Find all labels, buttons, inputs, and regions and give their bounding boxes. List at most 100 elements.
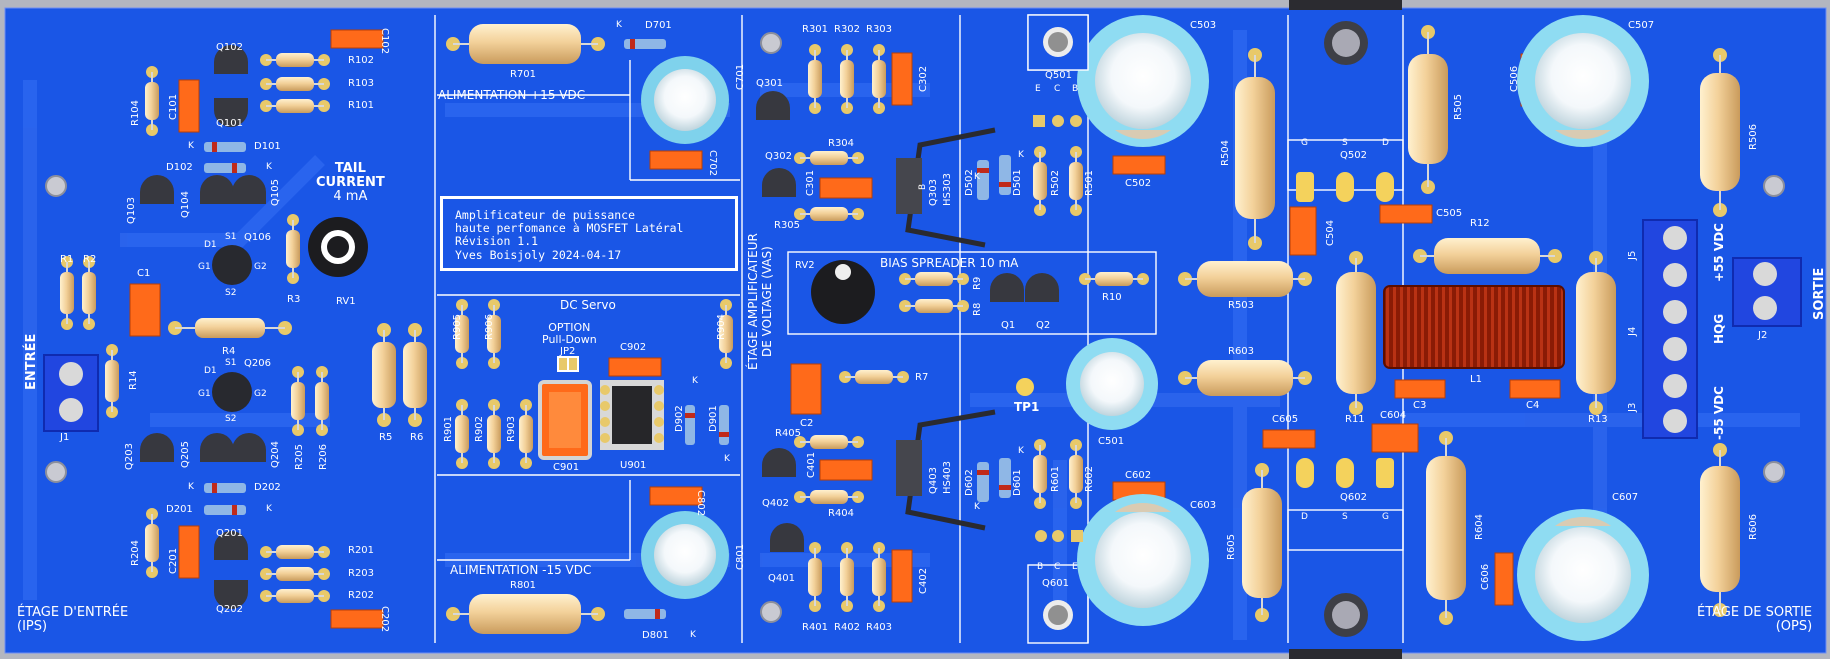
section-output-label: ÉTAGE DE SORTIE(OPS)	[1697, 605, 1813, 634]
ref-r302: R302	[834, 24, 861, 35]
ref-q501: Q501	[1045, 70, 1072, 81]
ref-q201: Q201	[216, 528, 243, 539]
pin-b-q501: B	[1072, 84, 1079, 94]
pin-k-d201: K	[266, 504, 272, 514]
title-line-1: Amplificateur de puissance	[455, 208, 636, 222]
ref-r801: R801	[510, 580, 537, 591]
ref-r12: R12	[1470, 218, 1490, 229]
ref-r503: R503	[1228, 300, 1255, 311]
ref-u901: U901	[620, 460, 647, 471]
ref-c3: C3	[1413, 400, 1427, 411]
pin-k-d502: K	[974, 172, 980, 182]
ref-r102: R102	[348, 55, 375, 66]
ref-q106: Q106	[244, 232, 271, 243]
ref-c605: C605	[1272, 414, 1299, 425]
ref-r701: R701	[510, 69, 537, 80]
ref-r203: R203	[348, 568, 375, 579]
ref-rv1: RV1	[336, 296, 356, 307]
ref-d202: D202	[254, 482, 281, 493]
ref-jp2: JP2	[560, 346, 576, 357]
psu-neg-label: ALIMENTATION -15 VDC	[450, 563, 592, 577]
title-line-4: Yves Boisjoly 2024-04-17	[455, 247, 622, 262]
pin-bce-q303: B	[918, 183, 928, 190]
ref-d101: D101	[254, 141, 281, 152]
ref-c2: C2	[800, 418, 814, 429]
ref-r301: R301	[802, 24, 829, 35]
ref-q602: Q602	[1340, 492, 1367, 503]
pin-s2-q206: S2	[225, 414, 237, 424]
pin-g-top: G	[1301, 138, 1308, 148]
ref-c502: C502	[1125, 178, 1152, 189]
pin-c-q601: C	[1054, 562, 1061, 572]
ref-d701: D701	[645, 20, 672, 31]
ref-q202: Q202	[216, 604, 243, 615]
ref-d102: D102	[166, 162, 193, 173]
ref-r201: R201	[348, 545, 375, 556]
ref-r303: R303	[866, 24, 893, 35]
ref-d801: D801	[642, 630, 669, 641]
pin-k-d101: K	[188, 141, 194, 151]
psu-pos-label: ALIMENTATION +15 VDC	[438, 88, 586, 102]
ref-r10: R10	[1102, 292, 1122, 303]
ref-c1: C1	[137, 268, 151, 279]
ref-q601: Q601	[1042, 578, 1069, 589]
title-line-2: haute perfomance à MOSFET Latéral	[455, 221, 684, 236]
ref-r103: R103	[348, 78, 375, 89]
pin-k-d602: K	[974, 502, 980, 512]
ref-rv2: RV2	[795, 260, 815, 271]
ref-l1: L1	[1470, 374, 1482, 385]
pin-d-top: D	[1382, 138, 1389, 148]
dc-servo-label: DC Servo	[560, 298, 616, 312]
ref-j2: J2	[1758, 330, 1768, 341]
pin-b-q601: B	[1037, 562, 1044, 572]
bias-label: BIAS SPREADER 10 mA	[880, 256, 1019, 270]
pin-d-bot: D	[1301, 512, 1308, 522]
pin-k-d701: K	[616, 20, 622, 30]
ref-q101: Q101	[216, 118, 243, 129]
pin-s-top: S	[1342, 138, 1348, 148]
pin-e-q501: E	[1035, 84, 1041, 94]
ref-q402: Q402	[762, 498, 789, 509]
pin-s2-q106: S2	[225, 288, 237, 298]
pin-k-d202: K	[188, 482, 194, 492]
ref-c901: C901	[553, 462, 580, 473]
ref-r11: R11	[1345, 414, 1365, 425]
ref-r4: R4	[222, 346, 236, 357]
ref-r202: R202	[348, 590, 375, 601]
pin-k-d601: K	[1018, 446, 1024, 456]
ref-q2: Q2	[1036, 320, 1051, 331]
ref-r2: R2	[83, 254, 97, 265]
pin-d1-q206: D1	[204, 366, 217, 376]
title-line-3: Révision 1.1	[455, 234, 539, 249]
pin-s1-q106: S1	[225, 232, 237, 242]
ref-c607: C607	[1612, 492, 1639, 503]
tp1-label: TP1	[1014, 400, 1040, 414]
ref-q206: Q206	[244, 358, 271, 369]
ref-c503: C503	[1190, 20, 1217, 31]
pin-g2-q106: G2	[254, 262, 267, 272]
ref-q401: Q401	[768, 573, 795, 584]
pin-k-d801: K	[690, 630, 696, 640]
pin-s-bot: S	[1342, 512, 1348, 522]
ref-c505: C505	[1436, 208, 1463, 219]
ref-c4: C4	[1526, 400, 1540, 411]
ref-q1: Q1	[1001, 320, 1016, 331]
ref-r401: R401	[802, 622, 829, 633]
ref-c902: C902	[620, 342, 647, 353]
ref-c507: C507	[1628, 20, 1655, 31]
ref-r1: R1	[60, 254, 74, 265]
ref-q301: Q301	[756, 78, 783, 89]
ref-r405: R405	[775, 428, 802, 439]
ref-c603: C603	[1190, 500, 1217, 511]
ref-r5: R5	[379, 432, 393, 443]
ref-j1: J1	[60, 432, 70, 443]
pin-k-d501: K	[1018, 150, 1024, 160]
ref-r101: R101	[348, 100, 375, 111]
title-block: Amplificateur de puissance haute perfoma…	[440, 196, 738, 271]
ref-r13: R13	[1588, 414, 1608, 425]
pin-g1-q106: G1	[198, 262, 211, 272]
